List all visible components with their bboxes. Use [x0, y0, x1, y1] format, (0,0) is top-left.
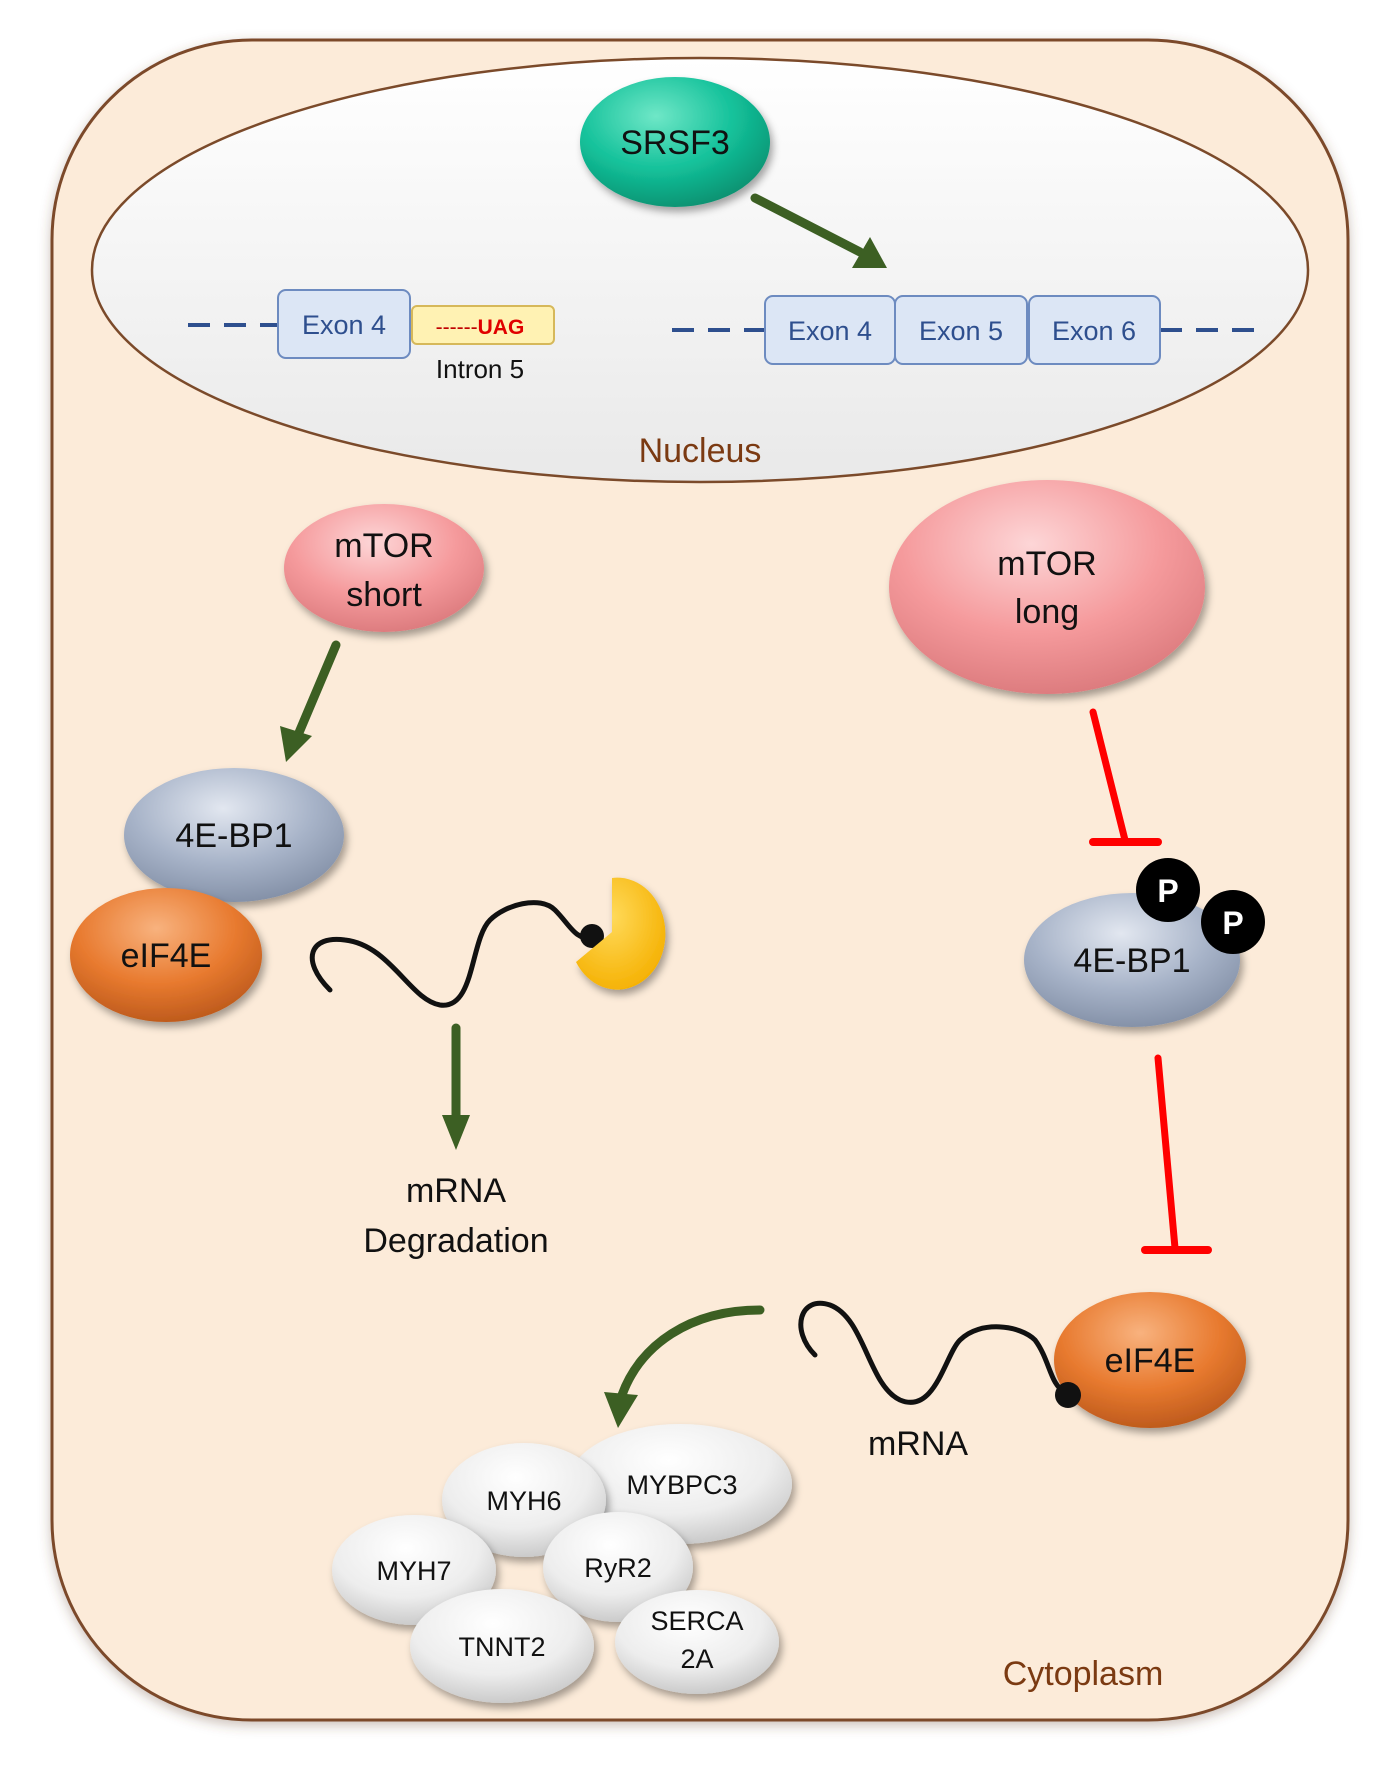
protein-serca-line1: SERCA: [650, 1606, 743, 1636]
bp1-inhibition-bar: [1141, 1054, 1212, 1254]
cell-cytoplasm: [50, 38, 1350, 1722]
protein-ryr2: RyR2: [543, 1512, 693, 1622]
protein-serca2a: SERCA 2A: [615, 1590, 779, 1694]
right-exon5-label: Exon 5: [919, 316, 1003, 346]
mtor-long-inhibition-bar: [1089, 708, 1162, 846]
left-mrna-strand: [309, 900, 595, 1008]
degradation-arrow: [442, 1023, 470, 1150]
mtor-short-node: mTOR short: [284, 504, 484, 632]
right-exon6-label: Exon 6: [1052, 316, 1136, 346]
cytoplasm-label: Cytoplasm: [1003, 1655, 1164, 1693]
protein-serca-line2: 2A: [680, 1644, 713, 1674]
mtor-short-activation-arrow: [280, 640, 341, 762]
uag-stop-codon: UAG: [478, 316, 525, 339]
intron5-sequence: ------UAG: [436, 316, 525, 339]
srsf3-node: SRSF3: [580, 77, 770, 207]
right-4e-bp1-node: 4E-BP1: [1024, 893, 1240, 1027]
right-mrna-cap: [1055, 1382, 1081, 1408]
left-4e-bp1-node: 4E-BP1: [124, 768, 344, 902]
right-4e-bp1-label: 4E-BP1: [1073, 942, 1190, 980]
right-exon6-box: [1028, 295, 1161, 365]
right-eif4e-node: eIF4E: [1054, 1292, 1246, 1428]
mtor-long-node: mTOR long: [889, 480, 1205, 694]
left-exon4-label: Exon 4: [302, 310, 386, 340]
right-gene-structure: Exon 4 Exon 5 Exon 6: [672, 295, 1255, 365]
right-eif4e-label: eIF4E: [1105, 1342, 1196, 1380]
protein-mybpc3-label: MYBPC3: [626, 1470, 737, 1500]
right-mrna-strand: [798, 1300, 1068, 1405]
left-exon4-box: [277, 289, 411, 359]
protein-tnnt2: TNNT2: [410, 1589, 594, 1703]
phospho-group-1: P: [1136, 858, 1200, 922]
mrna-degradation-line1: mRNA: [406, 1172, 506, 1210]
intron5-label: Intron 5: [436, 354, 524, 384]
left-mrna-cap: [580, 924, 604, 948]
srsf3-activation-arrow: [750, 193, 887, 268]
srsf3-label: SRSF3: [620, 124, 730, 162]
protein-tnnt2-label: TNNT2: [459, 1632, 546, 1662]
left-eif4e-label: eIF4E: [121, 937, 212, 975]
left-4e-bp1-label: 4E-BP1: [175, 817, 292, 855]
right-exon5-box: [894, 295, 1028, 365]
right-exon4-label: Exon 4: [788, 316, 872, 346]
phospho-group-2: P: [1201, 890, 1265, 954]
mtor-short-line2: short: [346, 576, 422, 614]
nucleus-ellipse: [90, 56, 1310, 484]
mrna-degradation-line2: Degradation: [363, 1222, 548, 1260]
cardiac-protein-cluster: MYBPC3 MYH6 RyR2 MYH7 SERCA 2A TNNT2: [332, 1424, 792, 1703]
protein-myh7-label: MYH7: [376, 1556, 451, 1586]
translation-arrow: [604, 1305, 765, 1428]
mtor-long-line1: mTOR: [997, 545, 1096, 583]
pacman-degradation-icon: [576, 877, 666, 990]
intron5-prefix: ------: [436, 316, 478, 339]
nucleus-label: Nucleus: [639, 432, 762, 470]
mtor-long-line2: long: [1015, 593, 1079, 631]
mtor-short-line1: mTOR: [334, 527, 433, 565]
phospho-1-label: P: [1157, 873, 1178, 909]
phospho-2-label: P: [1222, 905, 1243, 941]
protein-ryr2-label: RyR2: [584, 1553, 652, 1583]
intron5-box: [411, 305, 555, 345]
left-eif4e-node: eIF4E: [70, 888, 262, 1022]
right-mrna-label: mRNA: [868, 1425, 968, 1463]
left-gene-structure: Exon 4 ------UAG Intron 5: [188, 289, 555, 384]
protein-myh6-label: MYH6: [486, 1486, 561, 1516]
